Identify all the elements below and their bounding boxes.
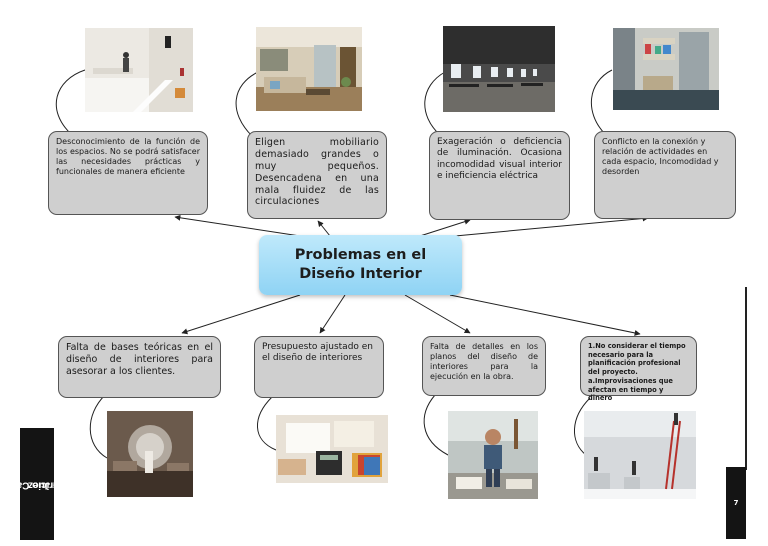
problem-box-furniture: Eligen mobiliario demasiado grandes o mu… — [247, 131, 387, 219]
authors-panel: Patricio Castillo Diego Juez — [0, 428, 81, 540]
problem-text: Desconocimiento de la función de los esp… — [56, 137, 200, 176]
problem-box-lighting: Exageración o deficiencia de iluminación… — [429, 131, 570, 220]
arrow-bottom-1 — [181, 294, 301, 335]
central-topic: Problemas en el Diseño Interior — [259, 235, 462, 295]
problem-box-plans: Falta de detalles en los planos del dise… — [422, 336, 546, 396]
page-number: 7 — [726, 467, 746, 539]
curve-bottom-3 — [423, 394, 449, 456]
problem-text: 1.No considerar el tiempo necesario para… — [588, 342, 686, 403]
photo-budget-desk — [276, 415, 388, 483]
problem-text: Eligen mobiliario demasiado grandes o mu… — [255, 137, 379, 208]
arrow-bottom-4 — [449, 294, 641, 336]
problem-text: Falta de bases teóricas en el diseño de … — [66, 342, 213, 377]
photo-spiral-room — [107, 411, 193, 497]
curve-top-4 — [590, 69, 613, 135]
curve-top-3 — [424, 71, 446, 136]
side-divider — [745, 287, 747, 470]
photo-cluttered-room — [613, 28, 719, 110]
curve-top-1 — [55, 69, 86, 136]
problem-text: Falta de detalles en los planos del dise… — [430, 342, 538, 381]
problem-box-theory: Falta de bases teóricas en el diseño de … — [58, 336, 221, 398]
photo-open-office — [443, 26, 555, 112]
problem-text: Exageración o deficiencia de iluminación… — [437, 137, 562, 181]
curve-bottom-4 — [573, 397, 591, 456]
curve-bottom-2 — [257, 396, 277, 451]
problem-box-budget: Presupuesto ajustado en el diseño de int… — [254, 336, 384, 398]
arrow-bottom-2 — [319, 294, 346, 334]
photo-wall-ladder — [584, 411, 696, 499]
arrow-bottom-3 — [404, 294, 471, 334]
photo-site-worker — [448, 411, 538, 499]
curve-bottom-1 — [89, 394, 108, 459]
problem-box-activities: Conflicto en la conexión y relación de a… — [594, 131, 736, 219]
arrow-top-2 — [317, 220, 331, 237]
problem-box-function: Desconocimiento de la función de los esp… — [48, 131, 208, 215]
curve-top-2 — [235, 71, 259, 137]
problem-text: Presupuesto ajustado en el diseño de int… — [262, 342, 374, 364]
arrow-top-4 — [454, 215, 649, 237]
author-name: Diego Juez — [27, 478, 81, 490]
photo-living-room — [256, 27, 362, 111]
problem-box-time: 1.No considerar el tiempo necesario para… — [580, 336, 697, 402]
arrow-top-1 — [174, 214, 301, 237]
photo-white-loft — [85, 28, 193, 112]
arrow-top-3 — [419, 218, 471, 237]
problem-text: Conflicto en la conexión y relación de a… — [602, 137, 719, 176]
